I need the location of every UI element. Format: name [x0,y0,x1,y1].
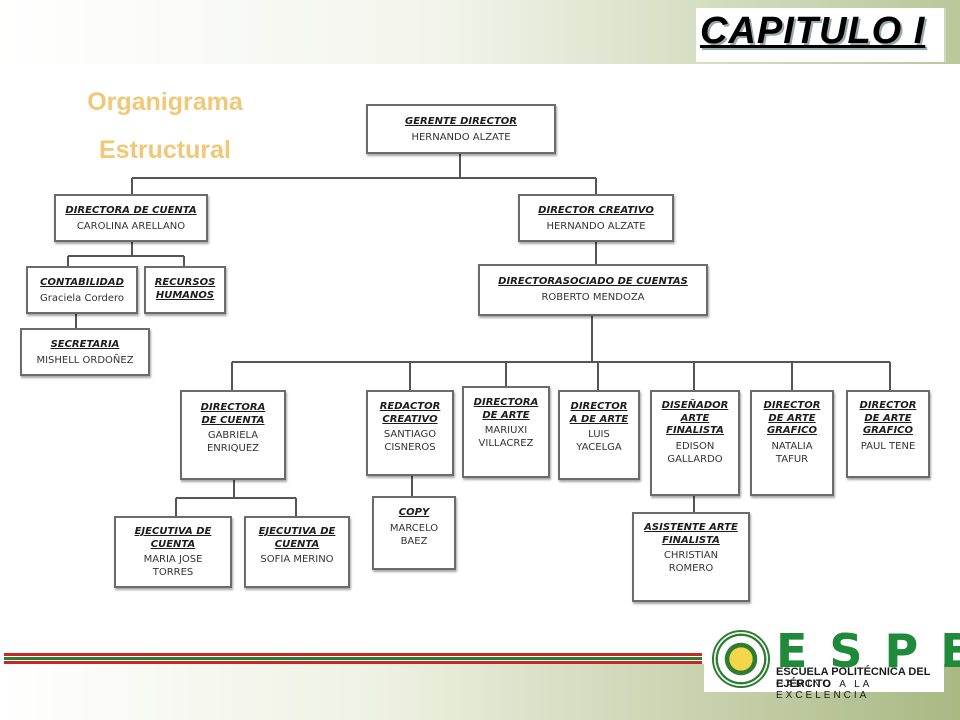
node-person: GABRIELA ENRIQUEZ [206,430,260,454]
node-person: MARCELO BAEZ [389,522,439,547]
espe-institution: ESCUELA POLITÉCNICA DEL EJÉRCITO [776,666,931,690]
org-node-copy: COPY MARCELO BAEZ [372,496,456,570]
org-node-director-creativo: DIRECTOR CREATIVO HERNANDO ALZATE [518,194,674,242]
node-person: NATALIA TAFUR [771,440,813,465]
node-role: DIRECTORA DE CUENTA [200,402,266,426]
node-role: CONTABILIDAD [40,277,124,288]
org-node-ejecutiva-cuenta-1: EJECUTIVA DE CUENTA MARIA JOSE TORRES [114,516,232,588]
node-person: SOFIA MERINO [260,554,334,565]
org-node-secretaria: SECRETARIA MISHELL ORDOÑEZ [20,328,150,376]
subtitle-line-1: Organigrama [87,88,243,116]
node-person: MARIUXI VILLACREZ [478,425,534,449]
node-role: SECRETARIA [50,339,120,350]
node-person: HERNANDO ALZATE [411,131,511,143]
footer-stripe-green [4,657,702,660]
org-node-redactor-creativo: REDACTOR CREATIVO SANTIAGO CISNEROS [366,390,454,476]
espe-motto: CAMINO A LA EXCELENCIA [776,679,872,701]
node-role: GERENTE DIRECTOR [405,116,517,127]
node-role: RECURSOS HUMANOS [154,277,216,301]
org-node-director-arte: DIRECTOR A DE ARTE LUIS YACELGA [558,390,640,480]
title-box [696,8,946,62]
node-person: SANTIAGO CISNEROS [383,429,437,453]
node-role: DIRECTOR DE ARTE GRAFICO [763,400,821,436]
org-node-directora-arte: DIRECTORA DE ARTE MARIUXI VILLACREZ [462,386,550,478]
footer-stripe-red [4,653,702,656]
node-person: Graciela Cordero [39,292,125,304]
node-role: ASISTENTE ARTE FINALISTA [644,522,738,546]
node-role: DIRECTOR CREATIVO [538,205,654,216]
org-node-director-arte-grafico-1: DIRECTOR DE ARTE GRAFICO NATALIA TAFUR [750,390,834,496]
org-node-contabilidad: CONTABILIDAD Graciela Cordero [26,266,138,314]
org-node-asistente-arte-finalista: ASISTENTE ARTE FINALISTA CHRISTIAN ROMER… [632,512,750,602]
node-person: ROBERTO MENDOZA [541,291,645,303]
espe-seal-icon [712,630,770,688]
chapter-title: CAPITULO I [700,10,926,52]
node-role: DIRECTORA DE CUENTA [65,205,197,216]
node-person: MARIA JOSE TORRES [143,554,203,578]
node-person: EDISON GALLARDO [667,440,723,465]
org-node-directora-cuenta: DIRECTORA DE CUENTA CAROLINA ARELLANO [54,194,208,242]
node-role: DIRECTOR DE ARTE GRAFICO [859,400,917,436]
org-node-recursos-humanos: RECURSOS HUMANOS [144,266,226,314]
node-person: CHRISTIAN ROMERO [663,550,719,574]
org-node-gerente-director: GERENTE DIRECTOR HERNANDO ALZATE [366,104,556,154]
org-node-director-asociado-cuentas: DIRECTORASOCIADO DE CUENTAS ROBERTO MEND… [478,264,708,316]
node-role: DIRECTOR A DE ARTE [569,401,629,425]
org-node-disenador-arte-finalista: DISEÑADOR ARTE FINALISTA EDISON GALLARDO [650,390,740,496]
node-role: REDACTOR CREATIVO [379,401,441,425]
node-role: EJECUTIVA DE CUENTA [258,526,336,550]
org-node-director-arte-grafico-2: DIRECTOR DE ARTE GRAFICO PAUL TENE [846,390,930,478]
footer-stripe-red-2 [4,661,702,664]
node-role: EJECUTIVA DE CUENTA [134,526,212,550]
node-role: DISEÑADOR ARTE FINALISTA [661,400,729,436]
node-person: LUIS YACELGA [576,429,622,453]
node-person: MISHELL ORDOÑEZ [36,354,134,366]
org-node-directora-cuenta-2: DIRECTORA DE CUENTA GABRIELA ENRIQUEZ [180,390,286,480]
subtitle-line-2: Estructural [99,136,231,164]
node-role: DIRECTORASOCIADO DE CUENTAS [498,276,688,287]
node-role: DIRECTORA DE ARTE [473,397,539,421]
node-person: CAROLINA ARELLANO [76,220,186,232]
node-person: HERNANDO ALZATE [546,220,646,232]
node-person: PAUL TENE [860,440,916,452]
node-role: COPY [398,507,430,518]
org-node-ejecutiva-cuenta-2: EJECUTIVA DE CUENTA SOFIA MERINO [244,516,350,588]
